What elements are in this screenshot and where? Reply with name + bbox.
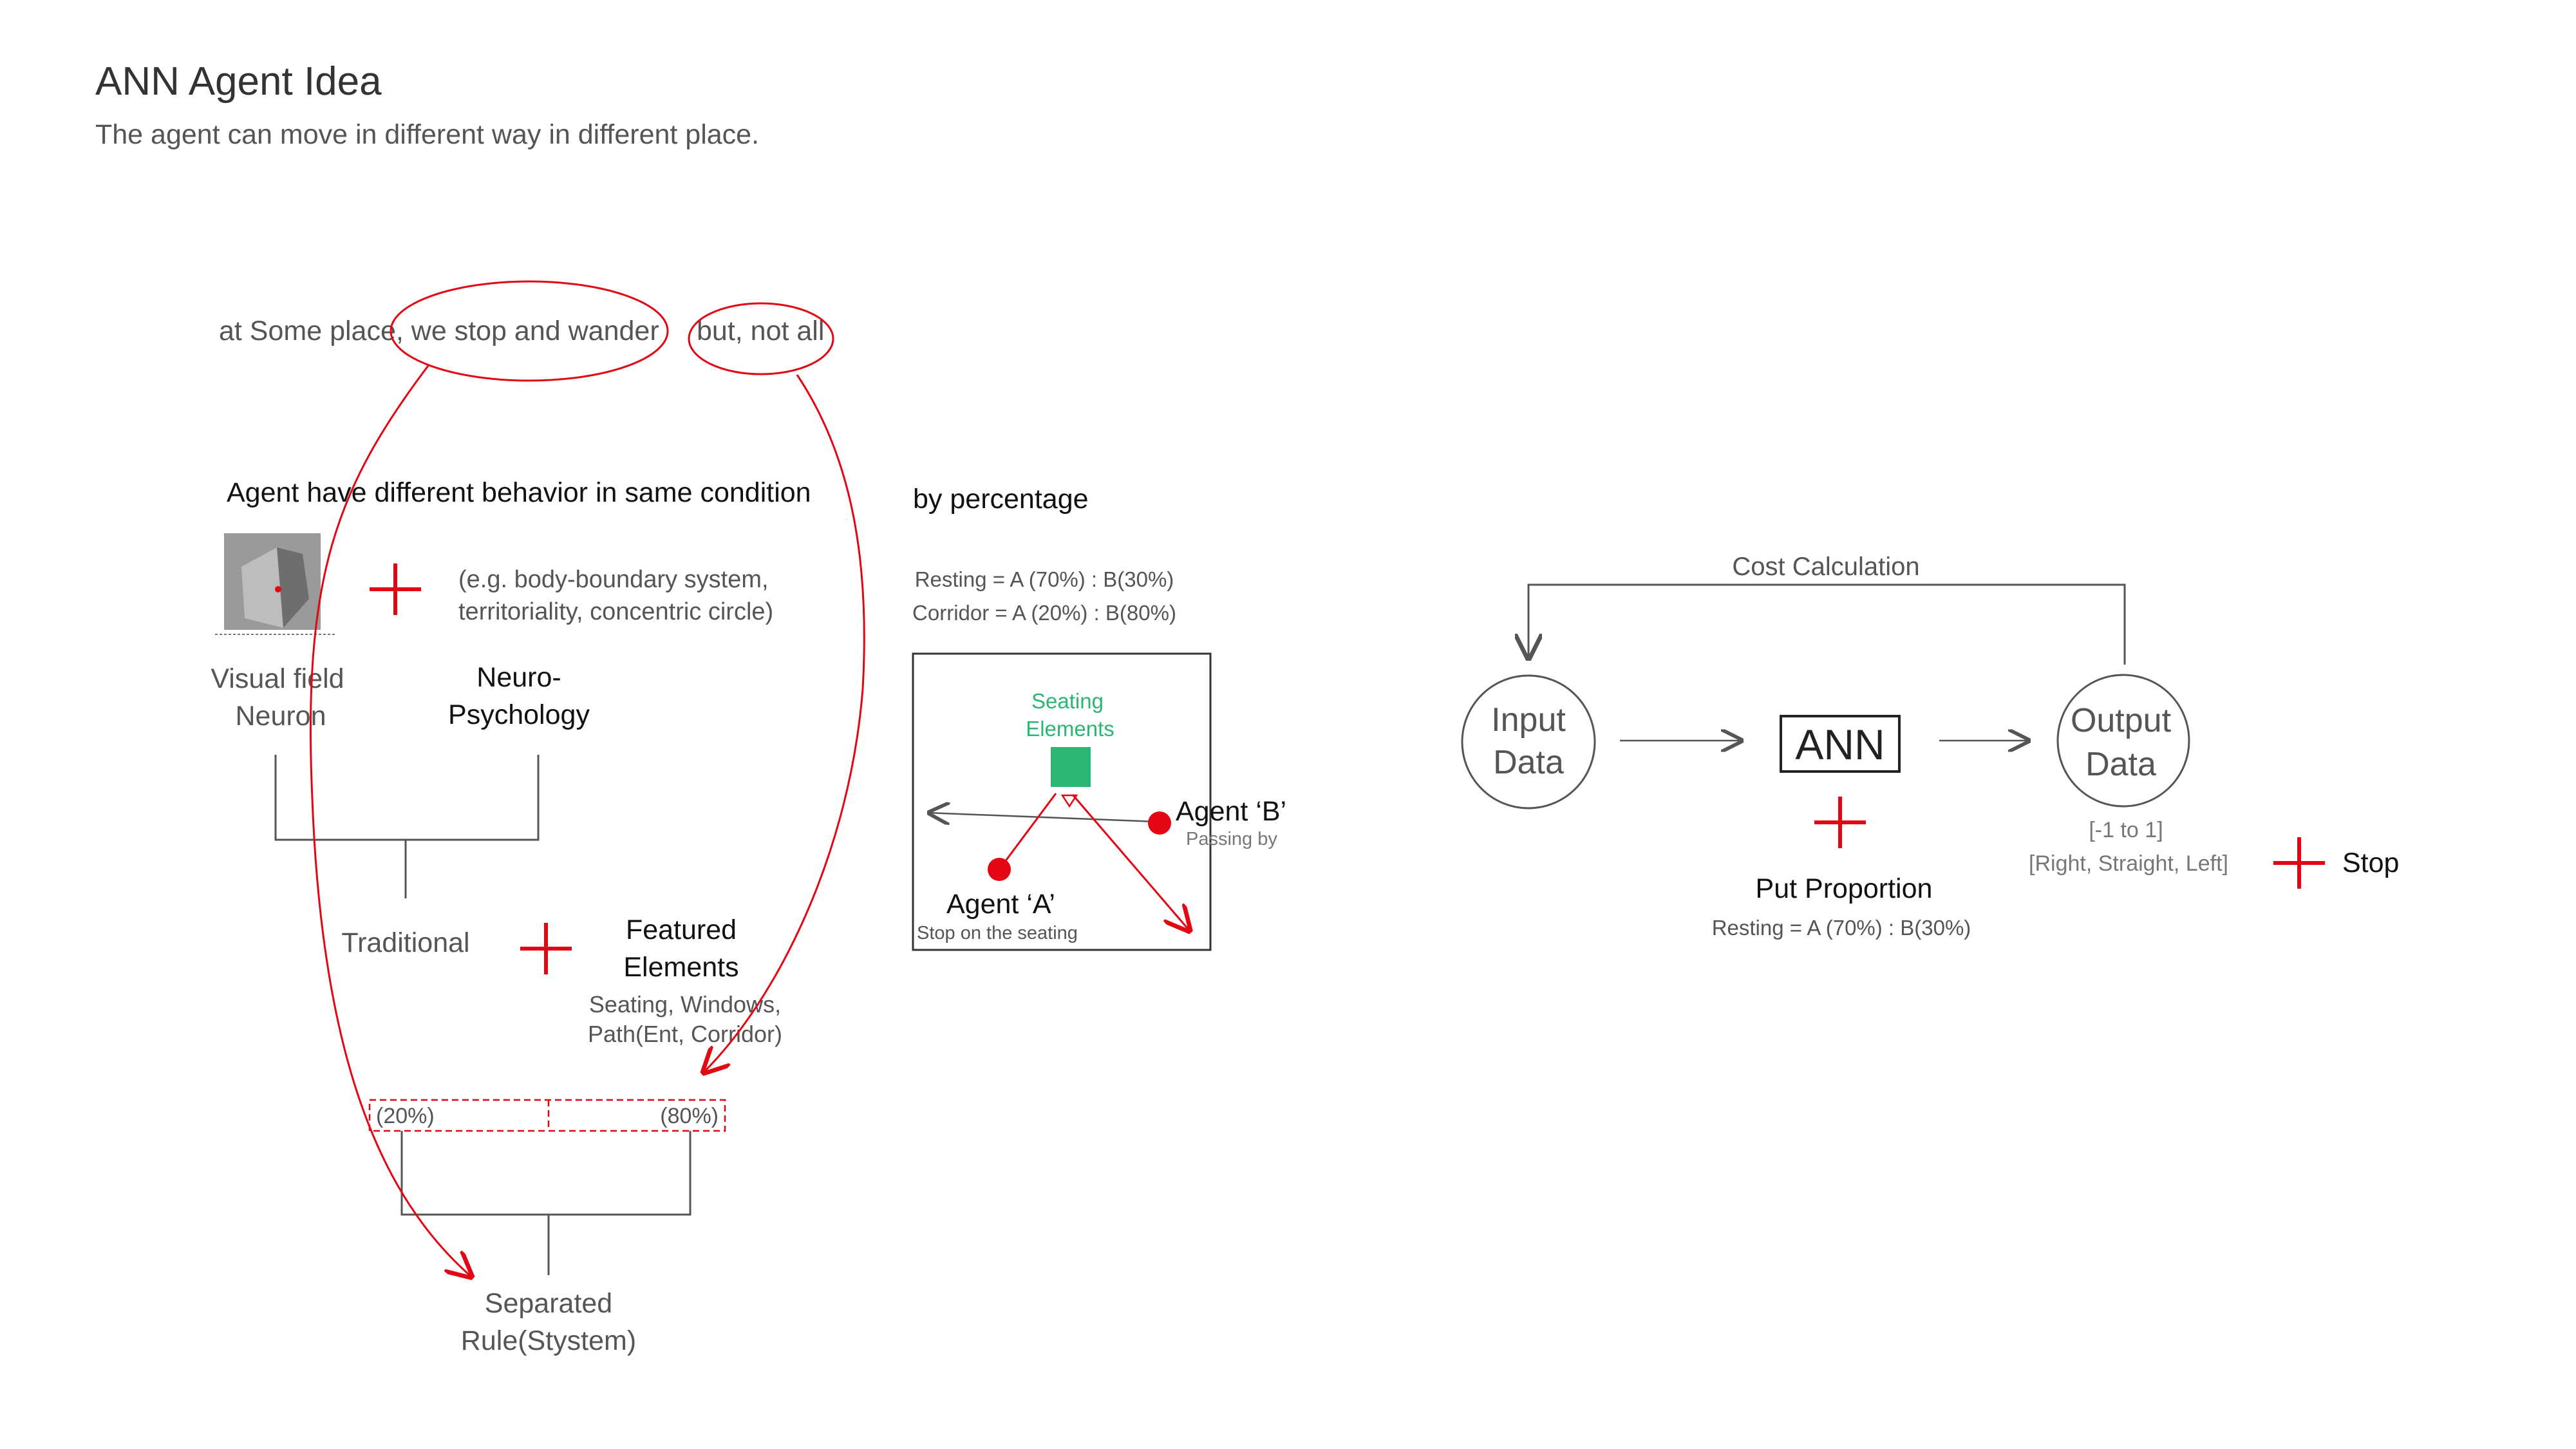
separated-label-1: Separated	[485, 1288, 612, 1319]
examples-line-2: territoriality, concentric circle)	[458, 598, 773, 625]
ann-label: ANN	[1795, 721, 1885, 768]
agent-a-dot	[988, 858, 1011, 881]
put-proportion-label: Put Proportion	[1756, 873, 1933, 904]
ann-box	[1780, 715, 1901, 773]
output-label-2: Data	[2085, 746, 2156, 783]
page-subtitle: The agent can move in different way in d…	[95, 119, 759, 150]
separated-label-2: Rule(Stystem)	[461, 1325, 636, 1356]
input-node	[1461, 674, 1596, 810]
percentage-left: (20%)	[376, 1104, 435, 1128]
agent-a-arrow-head	[1060, 794, 1078, 808]
resting-ratio: Resting = A (70%) : B(30%)	[915, 567, 1174, 591]
seating-label-2: Elements	[1026, 717, 1114, 741]
featured-label-1: Featured	[626, 914, 737, 945]
seating-element	[1051, 747, 1091, 787]
plus-icon	[520, 923, 572, 974]
neuro-label-1: Neuro-	[476, 662, 561, 693]
red-curve-arrow-2	[702, 374, 865, 1074]
output-directions: [Right, Straight, Left]	[2029, 851, 2228, 876]
behavior-heading: Agent have different behavior in same co…	[227, 477, 811, 508]
input-label-1: Input	[1491, 701, 1566, 739]
featured-sub-2: Path(Ent, Corridor)	[588, 1021, 782, 1047]
examples-line-1: (e.g. body-boundary system,	[458, 566, 769, 593]
featured-label-2: Elements	[623, 952, 738, 983]
plus-icon	[2273, 837, 2325, 889]
percentage-right: (80%)	[660, 1104, 719, 1128]
page-title: ANN Agent Idea	[95, 59, 382, 104]
seating-label-1: Seating	[1031, 689, 1104, 713]
bracket-bottom	[400, 1131, 691, 1275]
agent-b-dot	[1148, 811, 1171, 835]
stop-label: Stop	[2342, 848, 2399, 878]
agent-b-sub: Passing by	[1186, 829, 1277, 849]
cost-calculation-label: Cost Calculation	[1732, 553, 1919, 581]
bracket-top	[274, 755, 540, 898]
agent-b-path-arrow	[927, 813, 1158, 822]
red-curve-arrow-1	[309, 365, 473, 1278]
plus-icon	[1814, 797, 1866, 848]
seating-exit-arrow	[1071, 794, 1191, 933]
output-range: [-1 to 1]	[2089, 818, 2163, 842]
agent-a-label: Agent ‘A’	[946, 889, 1055, 920]
output-node	[2056, 674, 2190, 808]
traditional-label: Traditional	[341, 927, 469, 958]
output-label-1: Output	[2071, 702, 2172, 739]
highlight-ellipse-not-all	[688, 302, 834, 375]
stop-phrase-b: but, not all	[697, 316, 824, 346]
percentage-heading: by percentage	[913, 484, 1089, 515]
percentage-box	[368, 1099, 726, 1132]
corridor-ratio: Corridor = A (20%) : B(80%)	[912, 601, 1176, 625]
neuro-label-2: Psychology	[448, 699, 590, 730]
plus-icon	[370, 564, 421, 615]
highlight-ellipse-stop	[390, 280, 669, 382]
visual-field-thumbnail	[215, 533, 335, 635]
input-label-2: Data	[1493, 744, 1564, 781]
agent-a-sub: Stop on the seating	[917, 923, 1078, 943]
stop-phrase-a: at Some place, we stop and wander	[219, 316, 659, 346]
featured-sub-1: Seating, Windows,	[589, 991, 781, 1018]
put-proportion-value: Resting = A (70%) : B(30%)	[1712, 916, 1971, 940]
feedback-loop-arrow	[1528, 583, 2126, 665]
agent-a-path	[998, 793, 1057, 870]
visual-field-label-2: Neuron	[235, 701, 326, 732]
agent-b-label: Agent ‘B’	[1176, 796, 1286, 827]
visual-field-label-1: Visual field	[211, 663, 344, 694]
scene-frame	[912, 652, 1212, 951]
